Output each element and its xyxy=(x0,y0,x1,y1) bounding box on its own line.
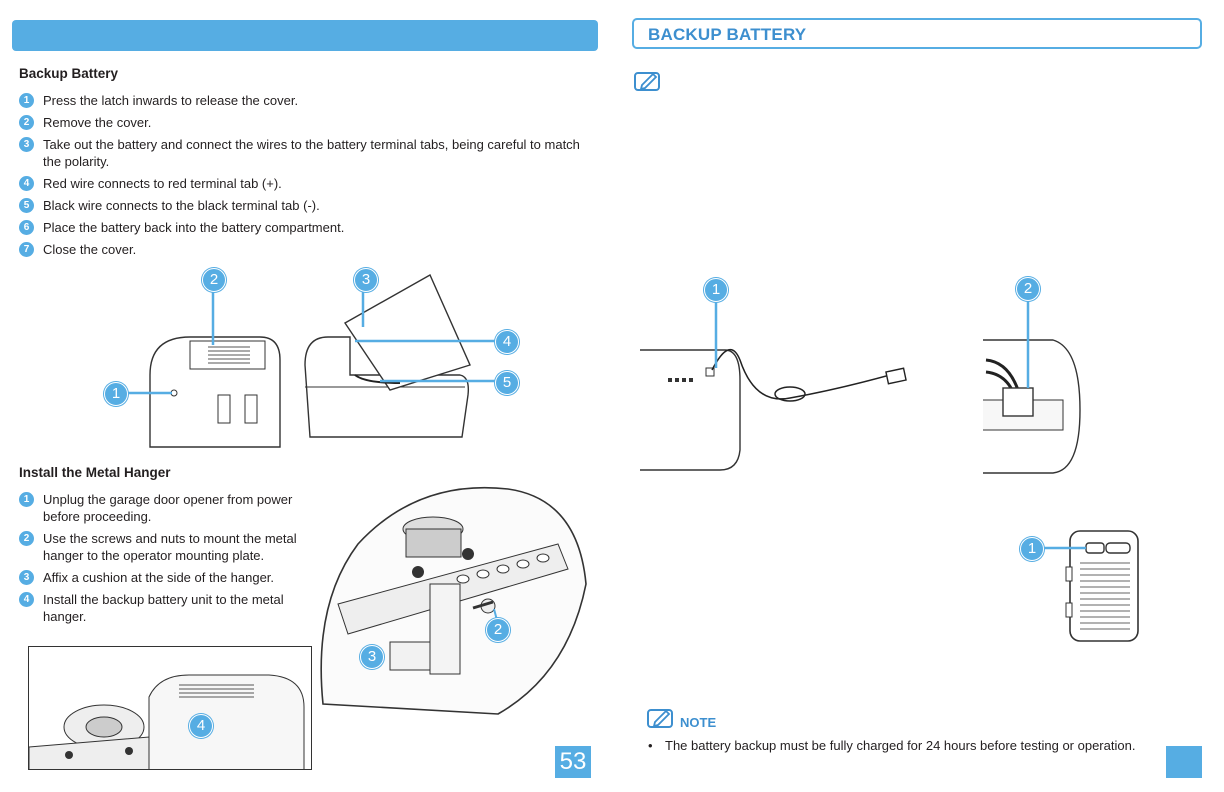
battery-unit-front-illustration xyxy=(1044,530,1139,642)
backup-battery-heading: Backup Battery xyxy=(19,66,119,81)
hanger-heading: Install the Metal Hanger xyxy=(19,465,171,480)
callout-2: 2 xyxy=(486,618,510,642)
connector-closeup-illustration xyxy=(983,300,1081,474)
callout-5: 5 xyxy=(495,371,519,395)
installed-battery-photo xyxy=(28,646,312,770)
note-pencil-icon xyxy=(647,709,673,728)
hanger-zoom-illustration xyxy=(320,486,587,715)
section-header-bar-left xyxy=(12,20,598,51)
note-text: The battery backup must be fully charged… xyxy=(665,738,1136,753)
callout-1: 1 xyxy=(1020,537,1044,561)
note-pencil-icon xyxy=(634,72,660,91)
callout-3: 3 xyxy=(354,268,378,292)
section-header-bar-right: BACKUP BATTERY xyxy=(632,18,1202,49)
page-number-tab-right xyxy=(1166,746,1202,778)
page-number: 53 xyxy=(555,746,591,778)
battery-cover-illustration xyxy=(115,274,495,448)
opener-cable-illustration xyxy=(640,300,907,471)
section-title: BACKUP BATTERY xyxy=(648,25,807,44)
callout-3: 3 xyxy=(360,645,384,669)
note-bullet: • xyxy=(648,738,653,753)
note-label: NOTE xyxy=(680,715,717,730)
callout-1: 1 xyxy=(104,382,128,406)
callout-2: 2 xyxy=(1016,277,1040,301)
callout-1: 1 xyxy=(704,278,728,302)
callout-4: 4 xyxy=(189,714,213,738)
callout-2: 2 xyxy=(202,268,226,292)
callout-4: 4 xyxy=(495,330,519,354)
